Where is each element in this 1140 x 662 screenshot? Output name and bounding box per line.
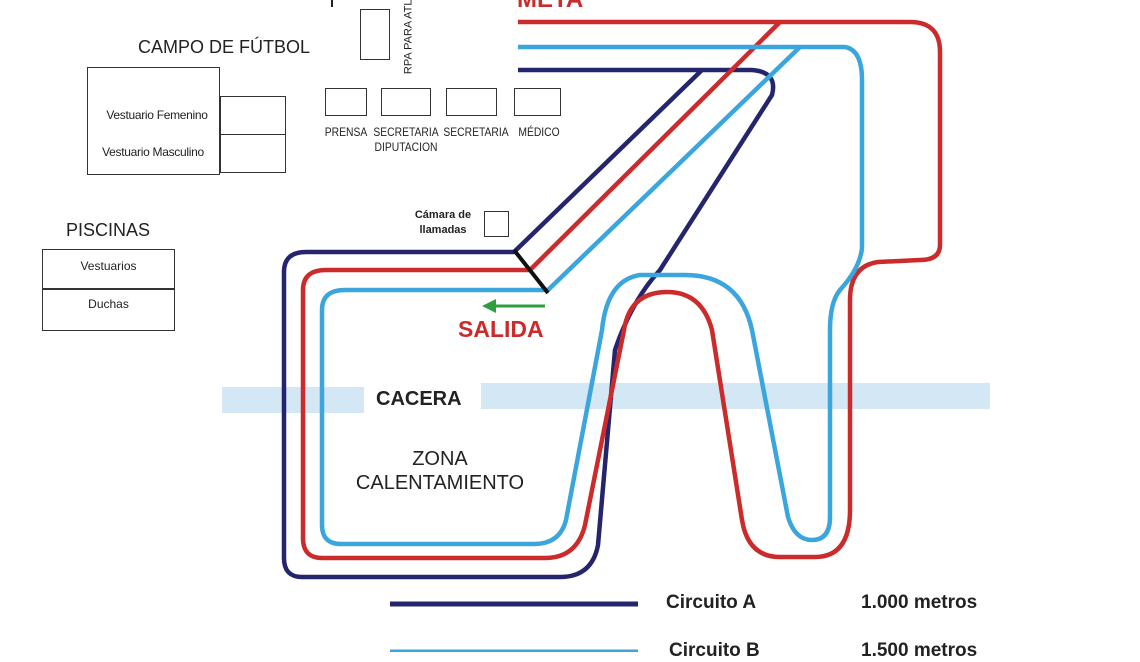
secretaria-label: SECRETARIA (443, 125, 509, 139)
secretaria-diputacion-box (381, 88, 431, 116)
camara-line2: llamadas (419, 224, 467, 236)
salida-arrow-head (482, 299, 496, 313)
duchas-label: Duchas (88, 297, 129, 311)
vestuario-masculino-label: Vestuario Masculino (102, 145, 204, 159)
cacera-road-band-left (222, 387, 364, 413)
vestuarios-label: Vestuarios (80, 259, 137, 273)
piscinas-building (42, 249, 175, 331)
meta-label: META (517, 0, 583, 14)
carpa-atletas-box (360, 9, 390, 60)
medico-box (514, 88, 561, 116)
vestuarios-futbol-building (87, 67, 220, 175)
legend-circuit-a-name: Circuito A (666, 592, 757, 613)
secretaria-box (446, 88, 497, 116)
legend-circuit-a-distance: 1.000 metros (861, 592, 978, 613)
camara-llamadas-box (484, 211, 509, 237)
secretaria-dip-line2: DIPUTACION (374, 140, 438, 154)
piscinas-divider (42, 288, 175, 290)
start-line (512, 248, 550, 295)
cacera-road-band-right (481, 383, 990, 409)
circuit-b-route (319, 44, 865, 547)
zona-calentamiento-label: ZONA CALENTAMIENTO (332, 447, 548, 495)
prensa-box (325, 88, 367, 116)
legend-circuit-b-name: Circuito B (669, 640, 760, 661)
camara-line1: Cámara de (414, 209, 472, 221)
zona-line2: CALENTAMIENTO (355, 472, 525, 494)
secretaria-diputacion-label: SECRETARIA DIPUTACION (372, 125, 441, 155)
circuit-a-route (281, 67, 776, 580)
secretaria-dip-line1: SECRETARIA (373, 125, 439, 139)
prensa-label: PRENSA (324, 125, 368, 139)
cacera-label: CACERA (376, 388, 462, 410)
vestuario-femenino-label: Vestuario Femenino (106, 108, 208, 122)
circuit-red-route (300, 19, 943, 561)
legend-circuit-b-distance: 1.500 metros (861, 640, 978, 661)
camara-llamadas-label: Cámara de llamadas (398, 208, 488, 238)
carpa-atletas-text: CARPA PARA ATLETAS (402, 0, 415, 74)
zona-line1: ZONA (412, 448, 468, 470)
piscinas-label: PISCINAS (66, 220, 151, 240)
vestuario-masculino-annex (220, 134, 286, 173)
vestuario-femenino-annex (220, 96, 286, 136)
medico-label: MÉDICO (518, 125, 560, 139)
carpa-atletas-label: CARPA PARA ATLETAS (388, 0, 432, 74)
campo-futbol-label: CAMPO DE FÚTBOL (138, 37, 311, 57)
salida-label: SALIDA (458, 316, 544, 342)
